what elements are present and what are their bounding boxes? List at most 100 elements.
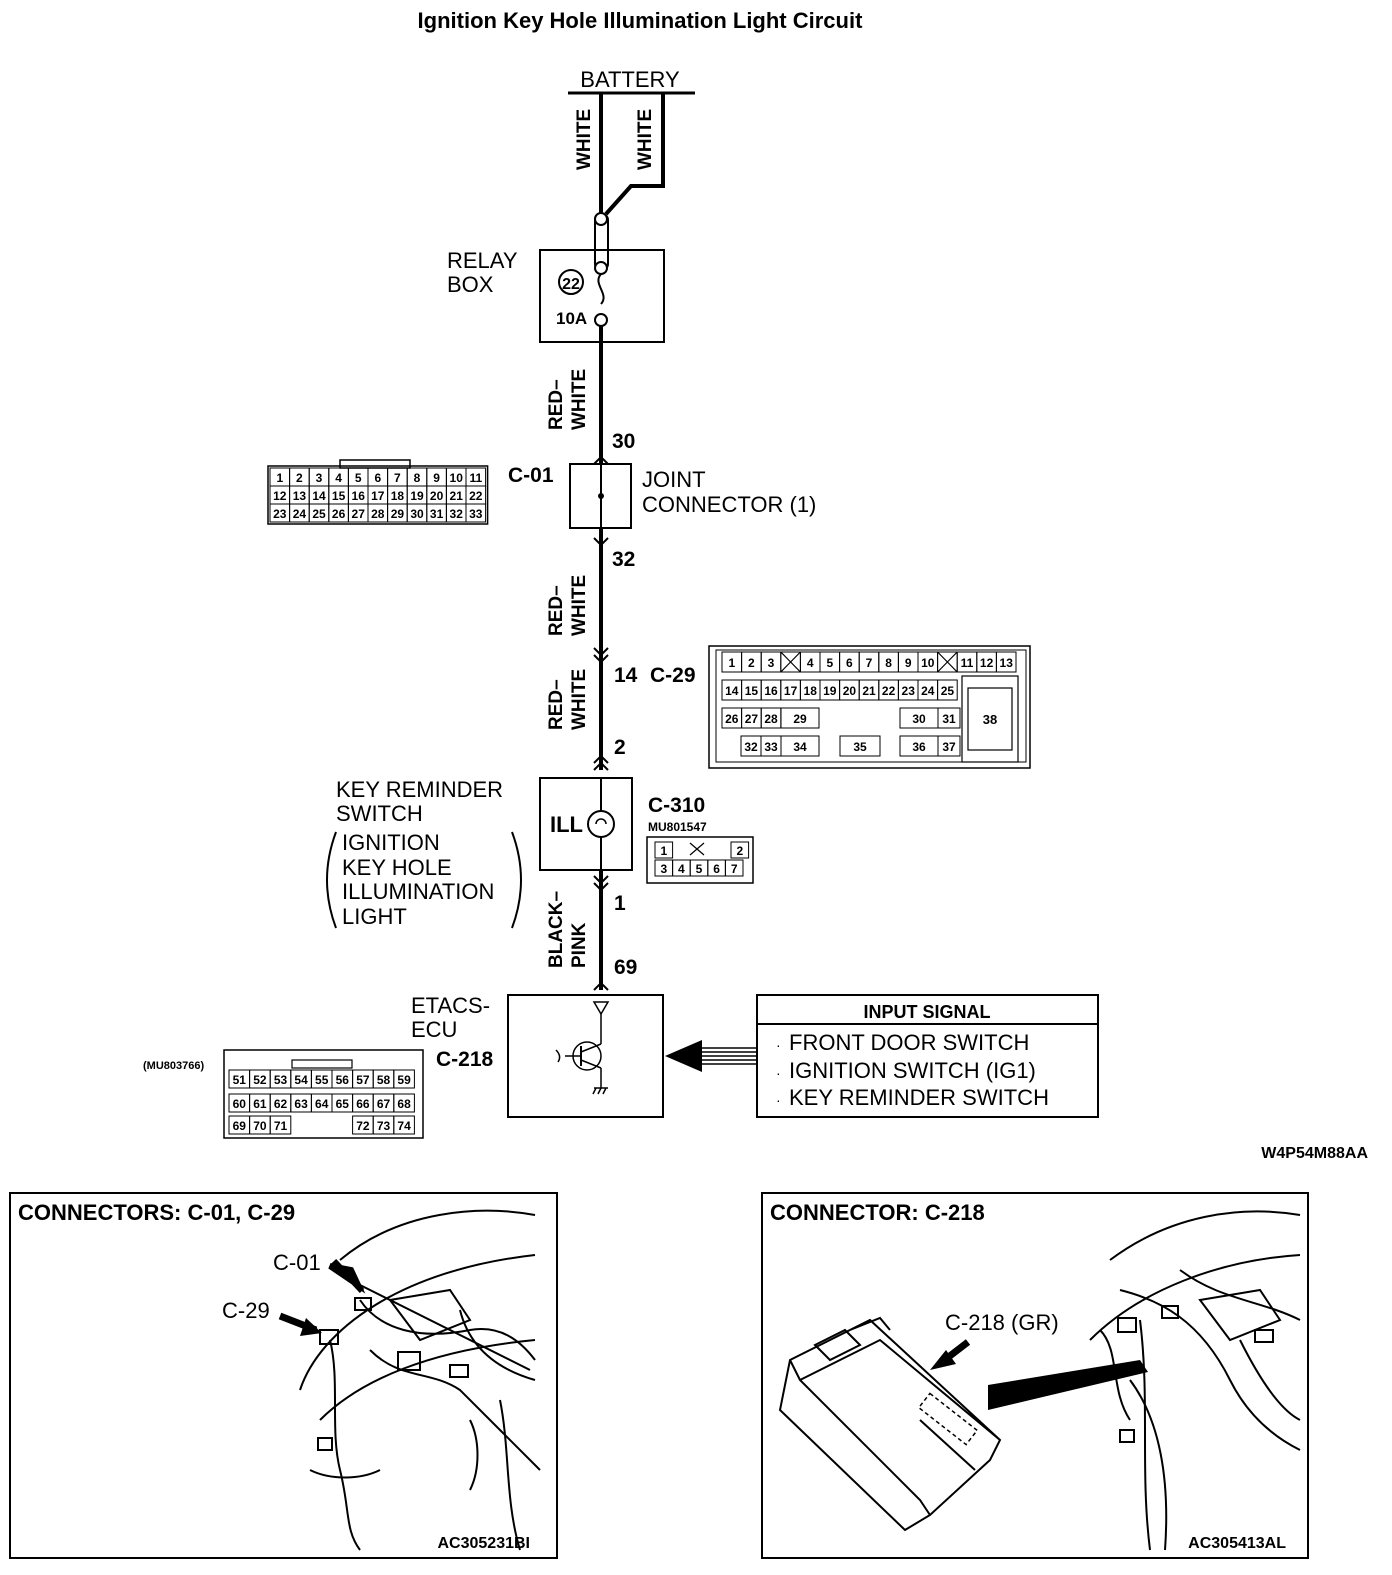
c218-pin-label: 57 <box>356 1073 370 1087</box>
key-reminder-sub-2: KEY HOLE <box>342 855 452 880</box>
transistor-emitter <box>580 1059 602 1069</box>
panel-left-frame <box>9 1192 558 1559</box>
battery-label: BATTERY <box>580 67 680 92</box>
c29-pin-label: 4 <box>807 656 814 670</box>
fuse-terminal-top-entry <box>594 212 608 226</box>
c29-pin-label: 33 <box>764 740 778 754</box>
paren-right <box>511 831 522 929</box>
c218-pin-label: 68 <box>397 1097 411 1111</box>
arrow-c29-head-icon <box>300 1318 322 1336</box>
c310-pin-label: 4 <box>678 862 685 876</box>
c29-pin-label: 34 <box>793 740 807 754</box>
wire-label-red-white-1b: WHITE <box>569 369 590 430</box>
connector-chevron-2 <box>593 754 609 771</box>
c310-id: C-310 <box>648 794 705 817</box>
c310-cell <box>724 859 744 877</box>
wire-label-black-pink-b: PINK <box>569 922 590 968</box>
c218-pin-label: 74 <box>397 1119 411 1133</box>
relay-box-label-1: RELAY <box>447 248 518 273</box>
input-signal-item-3: KEY REMINDER SWITCH <box>789 1085 1049 1110</box>
c310-cell <box>654 841 674 859</box>
c01-pin-label: 20 <box>430 489 444 503</box>
c218-pin-label: 59 <box>397 1073 411 1087</box>
c29-pin-label: 18 <box>804 684 818 698</box>
c01-latch <box>339 459 411 469</box>
etacs-connector-outline <box>917 1392 979 1446</box>
c218-pin-label: 55 <box>315 1073 329 1087</box>
c29-cell <box>995 651 1017 673</box>
c01-pin-label: 1 <box>276 471 283 485</box>
c29-id: C-29 <box>650 664 696 687</box>
c29-pin-label: 25 <box>941 684 955 698</box>
c29-cell <box>780 735 820 757</box>
connector-chevron-32 <box>593 537 609 547</box>
wire-label-white-a: WHITE <box>574 109 595 170</box>
c01-pin-label: 2 <box>296 471 303 485</box>
panel-left-label-c01: C-01 <box>273 1250 321 1275</box>
wire-label-white-b: WHITE <box>635 109 656 170</box>
c29-inner <box>715 649 1027 763</box>
c29-cell <box>780 707 820 729</box>
key-reminder-switch-box <box>539 777 633 871</box>
c29-cell <box>937 707 961 729</box>
ill-label: ILL <box>550 812 583 837</box>
fuse-terminal-bottom <box>594 313 608 327</box>
c218-pin-label: 52 <box>253 1073 267 1087</box>
c01-pin-label: 17 <box>371 489 385 503</box>
c01-pin-label: 3 <box>316 471 323 485</box>
c29-pin-label: 37 <box>942 740 956 754</box>
c29-cell <box>937 679 958 701</box>
wire-label-red-white-2a: RED– <box>546 585 567 636</box>
c29-pin-label: 7 <box>866 656 873 670</box>
c29-pin-label: 11 <box>961 656 974 670</box>
arrow-c01-icon <box>328 1258 366 1294</box>
input-signal-arrow <box>665 1040 757 1072</box>
fuse-terminal-top <box>594 261 608 275</box>
c310-outline <box>646 836 754 884</box>
c01-pin-label: 24 <box>293 507 307 521</box>
relay-box-label-2: BOX <box>447 272 494 297</box>
fuse-rating: 10A <box>556 309 587 328</box>
panel-right-label: C-218 (GR) <box>945 1310 1059 1335</box>
c29-pin-label: 5 <box>826 656 833 670</box>
c29-pin-label: 24 <box>921 684 935 698</box>
c01-pin-label: 10 <box>450 471 464 485</box>
c218-pin-label: 56 <box>336 1073 350 1087</box>
c29-pin-label: 3 <box>768 656 775 670</box>
c218-pin-label: 51 <box>233 1073 247 1087</box>
input-signal-item-1: FRONT DOOR SWITCH <box>789 1030 1029 1055</box>
c218-cell <box>269 1115 292 1135</box>
c29-pin-label: 20 <box>843 684 857 698</box>
input-signal-header: INPUT SIGNAL <box>863 1002 990 1022</box>
c218-pin-label: 72 <box>356 1119 370 1133</box>
connector-chevron-c29-a <box>593 647 609 664</box>
c310-pin-label: 1 <box>660 844 667 858</box>
pin-1: 1 <box>614 892 626 915</box>
c01-pin-label: 12 <box>273 489 287 503</box>
bulb-filament <box>595 818 607 825</box>
joint-connector-label-2: CONNECTOR (1) <box>642 492 816 517</box>
input-signal-bullet-3: · <box>776 1092 781 1108</box>
c29-pin-label: 6 <box>846 656 853 670</box>
c29-pin-label: 8 <box>885 656 892 670</box>
c218-pin-label: 64 <box>315 1097 329 1111</box>
c01-pin-label: 5 <box>355 471 362 485</box>
panel-left-code: AC305231BI <box>438 1535 531 1552</box>
etacs-ecu-box <box>507 994 664 1118</box>
zoom-beam <box>988 1360 1148 1410</box>
c218-cell <box>393 1069 415 1089</box>
c218-cell <box>393 1093 415 1113</box>
paren-left <box>326 831 337 929</box>
c218-pin-label: 53 <box>274 1073 288 1087</box>
c29-pin-label: 23 <box>902 684 916 698</box>
c01-pin-label: 13 <box>293 489 307 503</box>
c218-pin-label: 61 <box>253 1097 267 1111</box>
c218-pin-label: 71 <box>274 1119 288 1133</box>
c310-pin-label: 6 <box>713 862 720 876</box>
c218-pin-label: 54 <box>294 1073 308 1087</box>
panel-left-title: CONNECTORS: C-01, C-29 <box>18 1200 295 1225</box>
c01-outline <box>267 465 489 525</box>
